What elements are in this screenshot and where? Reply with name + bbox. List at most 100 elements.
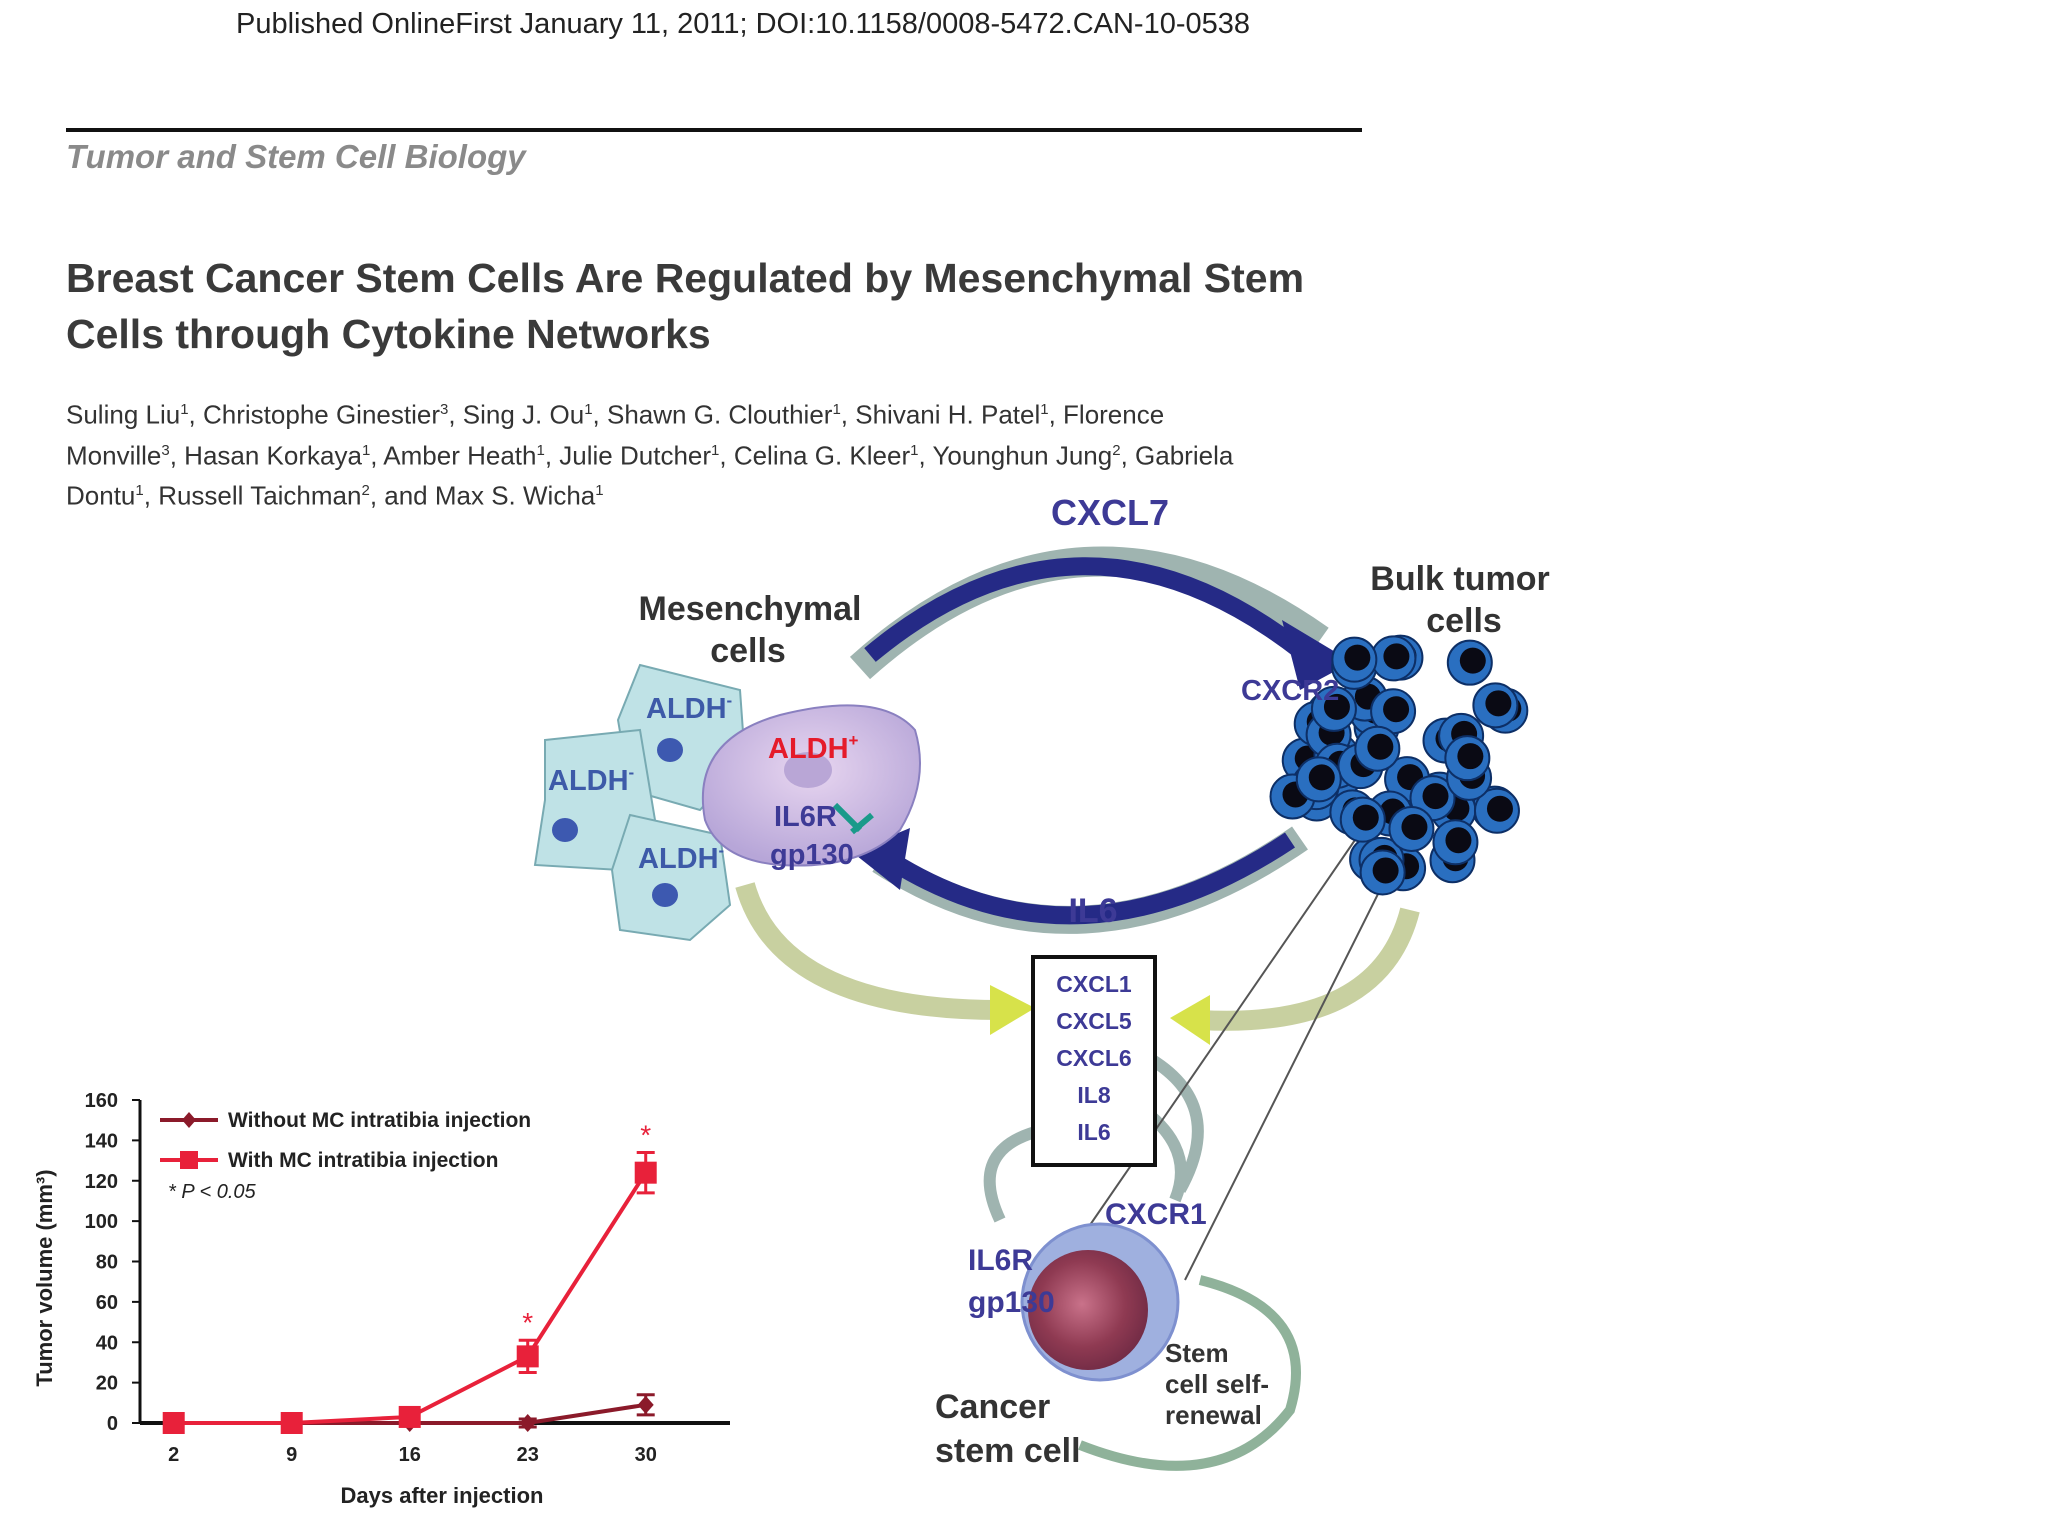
author-affiliation: 1: [711, 441, 720, 459]
tumor-cell-nucleus: [1485, 690, 1512, 717]
author-name: Younghun Jung: [932, 440, 1113, 471]
il6-arc-label: IL6: [1068, 892, 1117, 930]
y-axis-label: Tumor volume (mm³): [32, 1169, 57, 1386]
series-line-1: [173, 1171, 648, 1425]
x-tick-label: 16: [399, 1444, 421, 1466]
legend-marker: [180, 1151, 198, 1169]
x-axis-label: Days after injection: [341, 1483, 544, 1508]
tumor-cell-nucleus: [1352, 804, 1379, 831]
author-name: Shivani H. Patel: [855, 399, 1041, 430]
cytokine-item: IL6: [1077, 1119, 1110, 1145]
mesenchymal-label-line2: cells: [710, 632, 786, 670]
il6r-label: IL6R: [774, 801, 837, 833]
aldh-minus-label-left: ALDH-: [548, 763, 634, 797]
author-name: Gabriela Dontu: [66, 440, 1234, 511]
y-tick-label: 120: [85, 1171, 118, 1193]
cxcl7-arrowhead: [1282, 620, 1352, 690]
csc-il6r-label: IL6R: [968, 1244, 1033, 1277]
bulk-tumor-label-line1: Bulk tumor: [1370, 560, 1549, 598]
x-tick-label: 30: [635, 1444, 657, 1466]
y-tick-label: 20: [96, 1373, 118, 1395]
published-online-line: Published OnlineFirst January 11, 2011; …: [236, 8, 1251, 40]
data-point: [516, 1345, 539, 1368]
self-renewal-label-line3: renewal: [1165, 1400, 1262, 1430]
tumor-cell-nucleus: [1367, 733, 1394, 760]
header-rule: [66, 128, 1362, 132]
cytokine-to-csc-arrow-1: [1137, 1047, 1204, 1193]
gp130-label: gp130: [770, 839, 854, 871]
aldh-minus-label-top: ALDH-: [646, 691, 732, 725]
author-name: Russell Taichman: [158, 480, 362, 511]
y-tick-label: 100: [85, 1211, 118, 1233]
aldh-minus-label-bottom: ALDH-: [638, 841, 724, 875]
x-tick-labels: 2 9 16 23 30: [168, 1444, 657, 1466]
data-point: [280, 1412, 303, 1434]
cancer-stem-cell-core: [1028, 1250, 1148, 1370]
aldh-plus-label: ALDH+: [768, 731, 859, 765]
author-name: Hasan Korkaya: [184, 440, 362, 471]
author-affiliation: 2: [1112, 441, 1121, 459]
author-affiliation: 1: [1040, 401, 1049, 418]
legend-marker: [182, 1112, 196, 1128]
data-point: [519, 1414, 536, 1432]
y-tick-label: 140: [85, 1130, 118, 1152]
yellow-arrowhead-left: [990, 985, 1035, 1035]
author-name: Shawn G. Clouthier: [607, 399, 833, 430]
cxcl7-label: CXCL7: [1051, 492, 1169, 533]
author-affiliation: 1: [135, 482, 144, 500]
author-affiliation: 1: [361, 441, 371, 459]
tumor-cell-nucleus: [1323, 693, 1350, 720]
nucleus-icon: [652, 883, 678, 907]
self-renewal-label-line1: Stem: [1165, 1338, 1229, 1368]
self-renewal-arrow: [1078, 1275, 1301, 1471]
yellow-arrow-left: [735, 882, 1001, 1020]
author-list: Suling Liu1, Christophe Ginestier3, Sing…: [66, 399, 1234, 511]
tumor-cell-nucleus: [1372, 857, 1399, 884]
author-affiliation: 3: [440, 401, 449, 418]
aldh-plus-nucleus: [784, 752, 832, 788]
significance-marker: *: [522, 1307, 533, 1338]
x-tick-label: 23: [517, 1444, 539, 1466]
cancer-stem-cell-label-line2: stem cell: [935, 1432, 1081, 1470]
tumor-cell-nucleus: [1383, 696, 1410, 723]
author-name: Suling Liu: [66, 399, 181, 430]
data-point: [398, 1405, 421, 1428]
data-point: [162, 1412, 185, 1434]
p-value-note: * P < 0.05: [168, 1181, 257, 1203]
cytokine-item: CXCL5: [1056, 1008, 1132, 1034]
tumor-cell-nucleus: [1344, 644, 1371, 671]
author-affiliation: 1: [832, 401, 841, 418]
author-name: Celina G. Kleer: [733, 440, 911, 471]
article-title: Breast Cancer Stem Cells Are Regulated b…: [66, 255, 1305, 357]
author-name: Florence Monville: [66, 399, 1165, 471]
tumor-cell-nucleus: [1445, 827, 1472, 854]
gp130-receptor-icon: [850, 812, 874, 835]
legend-label: Without MC intratibia injection: [228, 1109, 531, 1132]
author-name: Amber Heath: [383, 440, 537, 471]
nucleus-icon: [552, 818, 578, 842]
tumor-cell-nucleus: [1486, 795, 1513, 822]
author-name: Sing J. Ou: [462, 399, 585, 430]
cytokine-item: IL8: [1077, 1082, 1110, 1108]
author-name: Max S. Wicha: [434, 480, 596, 511]
tumor-cell-nucleus: [1459, 647, 1486, 674]
legend-label: With MC intratibia injection: [228, 1149, 498, 1172]
y-tick-label: 40: [96, 1332, 118, 1354]
tumor-cell-nucleus: [1422, 783, 1449, 810]
author-name: Christophe Ginestier: [203, 399, 440, 430]
self-renewal-label-line2: cell self-: [1165, 1369, 1269, 1399]
tumor-cell-nucleus: [1401, 813, 1428, 840]
cxcr2-label: CXCR2: [1241, 675, 1339, 707]
bulk-tumor-cluster: [1269, 634, 1529, 896]
cytokine-box: [1031, 955, 1157, 1167]
chart-series: **: [162, 1119, 657, 1434]
author-affiliation: 1: [180, 401, 189, 418]
cxcr1-label: CXCR1: [1105, 1198, 1207, 1231]
bulk-tumor-label-line2: cells: [1426, 602, 1502, 640]
y-tick-label: 80: [96, 1252, 118, 1274]
x-tick-label: 9: [286, 1444, 297, 1466]
x-tick-label: 2: [168, 1444, 179, 1466]
